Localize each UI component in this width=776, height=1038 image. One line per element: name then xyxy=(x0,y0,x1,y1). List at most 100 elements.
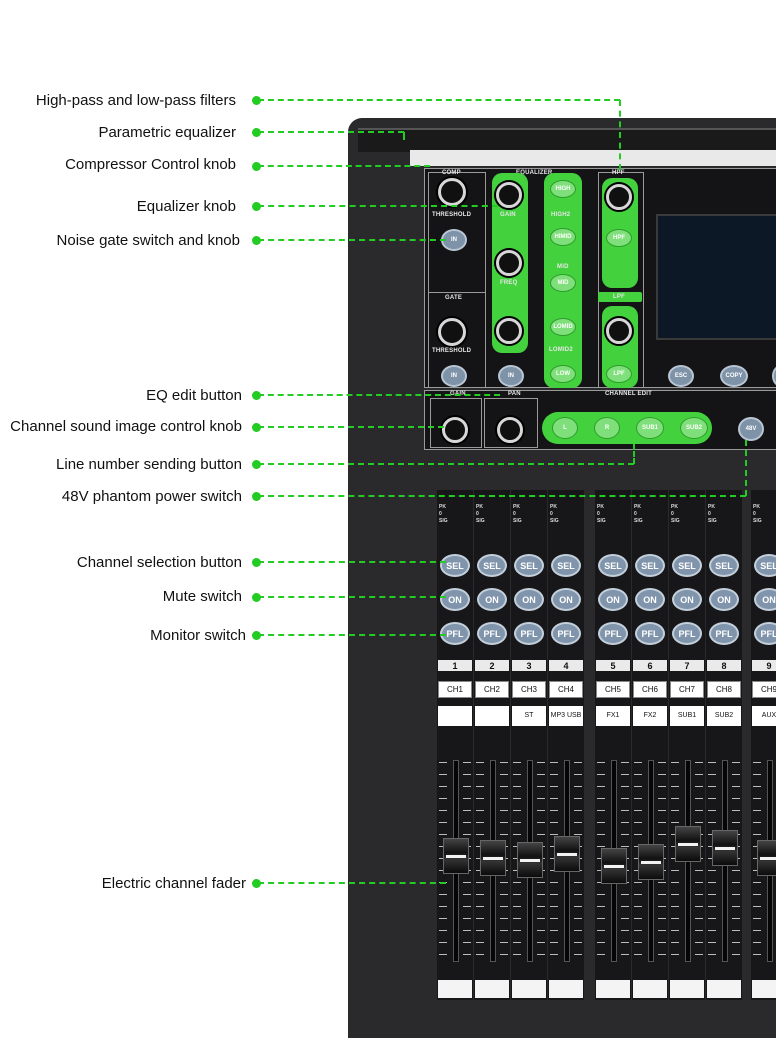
hpf-button[interactable]: HPF xyxy=(606,229,632,247)
fader-knob[interactable] xyxy=(480,840,506,876)
eq-freq-knob[interactable] xyxy=(496,250,522,276)
meter-label: 0 xyxy=(550,511,553,517)
pfl-button[interactable]: PFL xyxy=(709,622,739,645)
callout-pan-dot xyxy=(252,423,261,432)
route-l-button[interactable]: L xyxy=(552,417,578,439)
callout-comp-leader xyxy=(258,165,430,167)
channel-number: 1 xyxy=(438,660,472,671)
channel-select-button[interactable]: SEL xyxy=(514,554,544,577)
eq-himid-button[interactable]: HIMID xyxy=(550,228,576,246)
fader-knob[interactable] xyxy=(712,830,738,866)
phantom-48v-button[interactable]: 48V xyxy=(738,417,764,441)
meter-label: SIG xyxy=(439,518,448,524)
mute-button[interactable]: ON xyxy=(440,588,470,611)
channel-select-button[interactable]: SEL xyxy=(672,554,702,577)
channel-select-button[interactable]: SEL xyxy=(440,554,470,577)
callout-gate-dot xyxy=(252,236,261,245)
channel-select-button[interactable]: SEL xyxy=(477,554,507,577)
callout-send-label: Line number sending button xyxy=(56,456,242,473)
pfl-button[interactable]: PFL xyxy=(754,622,776,645)
fader-knob[interactable] xyxy=(554,836,580,872)
eq-gain-knob[interactable] xyxy=(496,182,522,208)
eq-high-button[interactable]: HIGH xyxy=(550,180,576,198)
mute-button[interactable]: ON xyxy=(709,588,739,611)
callout-fader-leader xyxy=(258,882,446,884)
mute-button[interactable]: ON xyxy=(754,588,776,611)
pfl-button[interactable]: PFL xyxy=(598,622,628,645)
meter-label: 0 xyxy=(513,511,516,517)
fader-knob[interactable] xyxy=(443,838,469,874)
route-sub1-button[interactable]: SUB1 xyxy=(636,417,664,439)
pfl-button[interactable]: PFL xyxy=(477,622,507,645)
lpf-title-zone xyxy=(598,292,642,302)
mute-button[interactable]: ON xyxy=(635,588,665,611)
callout-fader-label: Electric channel fader xyxy=(101,875,246,892)
esc-button[interactable]: ESC xyxy=(668,365,694,387)
mute-button[interactable]: ON xyxy=(672,588,702,611)
route-sub2-button[interactable]: SUB2 xyxy=(680,417,708,439)
mute-button[interactable]: ON xyxy=(598,588,628,611)
callout-peq-leader-vertical xyxy=(403,132,405,140)
hpf-knob[interactable] xyxy=(606,184,632,210)
lpf-button[interactable]: LPF xyxy=(606,365,632,383)
channel-select-button[interactable]: SEL xyxy=(598,554,628,577)
eq-q-knob[interactable] xyxy=(496,318,522,344)
gate-in-button[interactable]: IN xyxy=(441,365,467,387)
gate-threshold-knob[interactable] xyxy=(438,318,466,346)
pfl-button[interactable]: PFL xyxy=(672,622,702,645)
meter-label: SIG xyxy=(671,518,680,524)
callout-sel-dot xyxy=(252,558,261,567)
callout-fader-dot xyxy=(252,879,261,888)
callout-comp-dot xyxy=(252,162,261,171)
mute-button[interactable]: ON xyxy=(551,588,581,611)
fader-knob-line xyxy=(557,853,577,856)
compressor-knob[interactable] xyxy=(438,178,466,206)
fader-knob[interactable] xyxy=(757,840,776,876)
meter-label: 0 xyxy=(753,511,756,517)
fader-scale xyxy=(671,762,679,962)
lpf-knob[interactable] xyxy=(606,318,632,344)
gain-knob[interactable] xyxy=(442,417,468,443)
channel-select-button[interactable]: SEL xyxy=(635,554,665,577)
mute-button[interactable]: ON xyxy=(477,588,507,611)
eq-edit-button[interactable]: IN xyxy=(498,365,524,387)
fader-knob[interactable] xyxy=(601,848,627,884)
meter-label: 0 xyxy=(439,511,442,517)
equalizer-label: EQUALIZER xyxy=(516,170,553,176)
channel-assign: AUX xyxy=(752,706,776,726)
callout-hpf-lpf-leader-vertical xyxy=(619,100,621,170)
fader-knob[interactable] xyxy=(638,844,664,880)
comp-label: COMP xyxy=(442,170,461,176)
callout-eqknob-label: Equalizer knob xyxy=(136,198,236,215)
callout-phantom-leader-vertical xyxy=(745,440,747,496)
pfl-button[interactable]: PFL xyxy=(551,622,581,645)
channel-select-button[interactable]: SEL xyxy=(709,554,739,577)
pfl-button[interactable]: PFL xyxy=(440,622,470,645)
eq-low-button[interactable]: LOW xyxy=(550,365,576,383)
fader-knob[interactable] xyxy=(675,826,701,862)
callout-pan-label: Channel sound image control knob xyxy=(10,418,242,435)
pfl-button[interactable]: PFL xyxy=(514,622,544,645)
route-r-button[interactable]: R xyxy=(594,417,620,439)
callout-mute-leader xyxy=(258,596,446,598)
eq-mid-button[interactable]: MID xyxy=(550,274,576,292)
callout-mute-label: Mute switch xyxy=(162,588,242,605)
channel-select-button[interactable]: SEL xyxy=(754,554,776,577)
pan-knob[interactable] xyxy=(497,417,523,443)
eq-lomid-button[interactable]: LOMID xyxy=(550,318,576,336)
eq-freq-label: FREQ xyxy=(500,280,518,286)
fader-knob[interactable] xyxy=(517,842,543,878)
channel-foot-label xyxy=(549,980,583,998)
meter-label: PK xyxy=(476,504,483,510)
channel-select-button[interactable]: SEL xyxy=(551,554,581,577)
mute-button[interactable]: ON xyxy=(514,588,544,611)
copy-button[interactable]: COPY xyxy=(720,365,748,387)
comp-in-button[interactable]: IN xyxy=(441,229,467,251)
channel-foot-label xyxy=(752,980,776,998)
hpf-title-label: HPF xyxy=(612,170,625,176)
pfl-button[interactable]: PFL xyxy=(635,622,665,645)
